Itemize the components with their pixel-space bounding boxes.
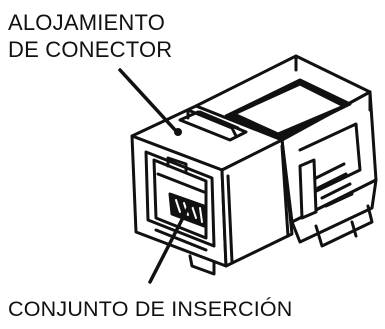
label-connector-housing-line1: ALOJAMIENTO bbox=[8, 10, 166, 35]
label-connector-housing: ALOJAMIENTO DE CONECTOR bbox=[8, 9, 172, 63]
leader-dot-housing bbox=[174, 128, 182, 136]
leader-dot-insert bbox=[186, 200, 194, 208]
label-insertion-assembly: CONJUNTO DE INSERCIÓN bbox=[8, 297, 293, 321]
bottom-tab bbox=[188, 254, 216, 276]
leader-line-insert bbox=[148, 202, 192, 284]
label-connector-housing-line2: DE CONECTOR bbox=[8, 37, 173, 62]
leader-line-housing bbox=[118, 68, 178, 133]
rj45-port bbox=[144, 150, 216, 252]
rear-housing bbox=[194, 54, 378, 248]
